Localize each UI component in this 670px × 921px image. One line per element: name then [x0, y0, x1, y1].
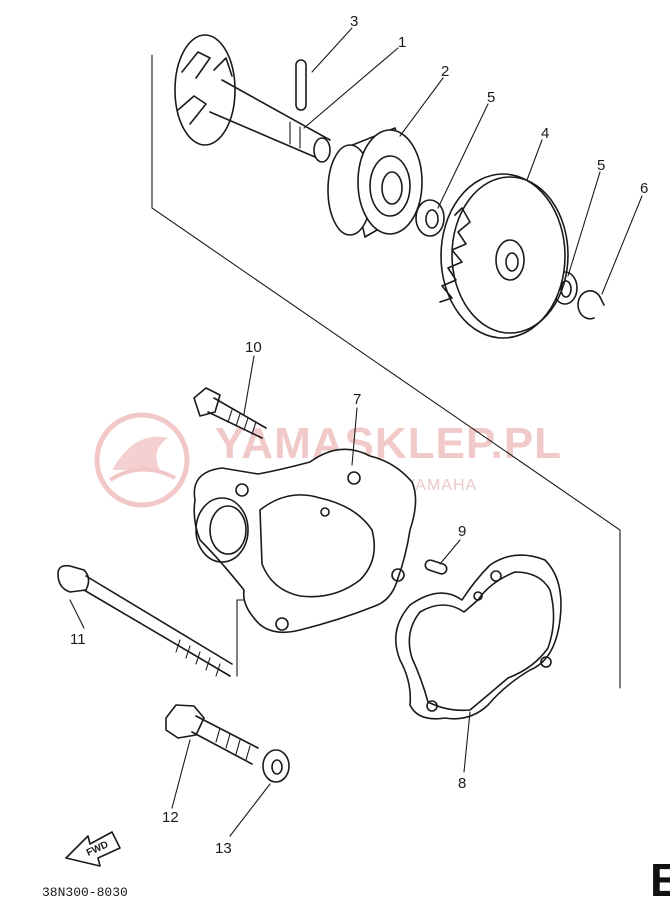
part-number-12: 12	[162, 809, 179, 826]
bolt-10	[193, 387, 267, 439]
fwd-arrow: FWD	[65, 831, 121, 867]
impeller-gear	[439, 173, 569, 339]
section-letter: E	[650, 854, 670, 906]
part-number-5-right: 5	[597, 157, 605, 174]
bolt-12	[165, 704, 259, 765]
washer-13	[262, 749, 290, 783]
part-number-5-left: 5	[487, 89, 495, 106]
leader-lines	[69, 27, 643, 837]
dowel-pin	[424, 559, 448, 575]
pump-housing	[193, 448, 417, 634]
bearing	[327, 127, 423, 238]
part-number-13: 13	[215, 840, 232, 857]
part-number-4: 4	[541, 125, 549, 142]
part-numbers: 3 1 2 5 4 5 6 10 7 9 11 8 12 13	[70, 13, 648, 857]
part-number-10: 10	[245, 339, 262, 356]
watermark-title: YAMASKLEP.PL	[215, 419, 562, 468]
part-number-3: 3	[350, 13, 358, 30]
upper-group-frame	[151, 54, 621, 689]
lower-group-frame	[236, 599, 247, 677]
watermark: YAMASKLEP.PL WWW.SKLEP DEALER YAMAHA	[94, 412, 562, 508]
diagram-code: 38N300-8030	[42, 885, 128, 900]
part-number-2: 2	[441, 63, 449, 80]
pin	[295, 59, 307, 111]
part-number-1: 1	[398, 34, 406, 51]
part-number-6: 6	[640, 180, 648, 197]
part-number-9: 9	[458, 523, 466, 540]
circlip	[577, 290, 605, 320]
part-number-8: 8	[458, 775, 466, 792]
washer-left	[415, 199, 445, 237]
gasket	[394, 554, 562, 720]
bolt-11	[57, 564, 233, 677]
watermark-logo	[94, 412, 190, 508]
part-number-7: 7	[353, 391, 361, 408]
part-number-11: 11	[70, 631, 86, 648]
impeller-shaft	[174, 34, 331, 163]
